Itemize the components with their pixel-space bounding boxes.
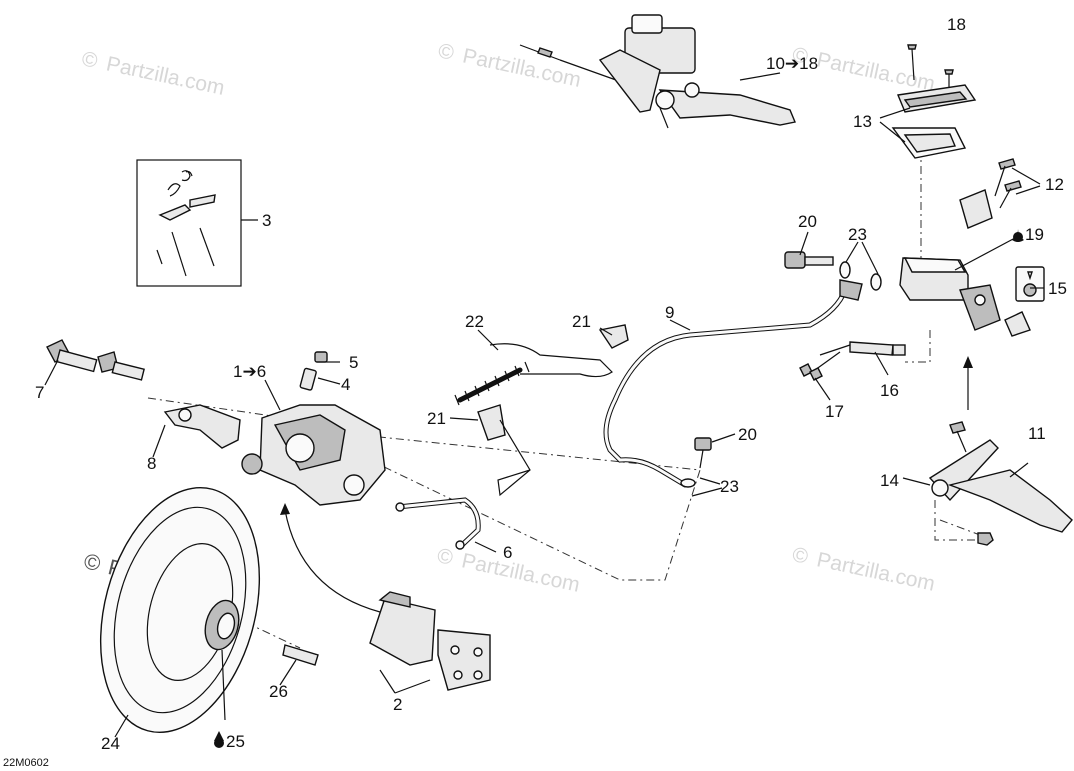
brake-pads	[369, 591, 491, 691]
callout-23-top: 23	[848, 225, 867, 244]
callout-11: 11	[1028, 424, 1046, 443]
watermark-symbol: ©	[81, 548, 103, 576]
watermark-text: Partzilla.com	[104, 52, 226, 99]
callout-12: 12	[1045, 175, 1064, 194]
callout-21-bottom: 21	[427, 409, 446, 428]
callout-20-top: 20	[798, 212, 817, 231]
callout-10: 10➔18	[766, 54, 818, 73]
watermark-text: Partzilla.com	[461, 44, 583, 91]
watermark-symbol: ©	[80, 47, 100, 73]
callout-24: 24	[101, 734, 120, 753]
brake-caliper	[241, 351, 481, 550]
master-cylinder-exploded	[784, 44, 1045, 337]
callout-13: 13	[853, 112, 872, 131]
callout-5: 5	[349, 353, 358, 372]
callout-labels: 1➔6 2 3 4 5 6 7 8 9 10➔18 11 12 13 14 15…	[35, 15, 1067, 753]
drawing-code: 22M0602	[3, 757, 49, 769]
callout-26: 26	[269, 682, 288, 701]
callout-7: 7	[35, 383, 44, 402]
callout-20-middle: 20	[738, 425, 757, 444]
watermark-symbol: ©	[790, 43, 810, 69]
brake-line	[454, 279, 906, 497]
caliper-kit-box	[136, 159, 242, 287]
oil-drop-icon	[214, 731, 224, 741]
callout-14: 14	[880, 471, 899, 490]
watermark-symbol: ©	[435, 544, 455, 570]
callout-21-top: 21	[572, 312, 591, 331]
callout-6: 6	[503, 543, 512, 562]
watermark-text: Partzilla.com	[815, 548, 937, 595]
callout-25: 25	[226, 732, 245, 751]
brake-lever-assembly	[928, 421, 1073, 546]
callout-8: 8	[147, 454, 156, 473]
callout-4: 4	[341, 375, 350, 394]
callout-18: 18	[947, 15, 966, 34]
watermark-symbol: ©	[436, 39, 456, 65]
caliper-bolts-and-bracket	[46, 339, 241, 449]
watermark-symbol: ©	[790, 543, 810, 569]
brake-disc	[99, 487, 319, 733]
leader-lines	[44, 72, 1044, 738]
callout-17: 17	[825, 402, 844, 421]
callout-22: 22	[465, 312, 484, 331]
callout-3: 3	[262, 211, 271, 230]
callout-9: 9	[665, 303, 674, 322]
callout-23-middle: 23	[720, 477, 739, 496]
master-cylinder-assembly-top	[519, 14, 796, 129]
callout-19: 19	[1025, 225, 1044, 244]
callout-15: 15	[1048, 279, 1067, 298]
callout-2: 2	[393, 695, 402, 714]
callout-16: 16	[880, 381, 899, 400]
callout-1: 1➔6	[233, 362, 266, 381]
watermark-text: Partzilla.com	[815, 48, 937, 95]
oil-drop-icon	[1013, 232, 1023, 242]
watermark-text: Partzilla.com	[460, 549, 582, 596]
